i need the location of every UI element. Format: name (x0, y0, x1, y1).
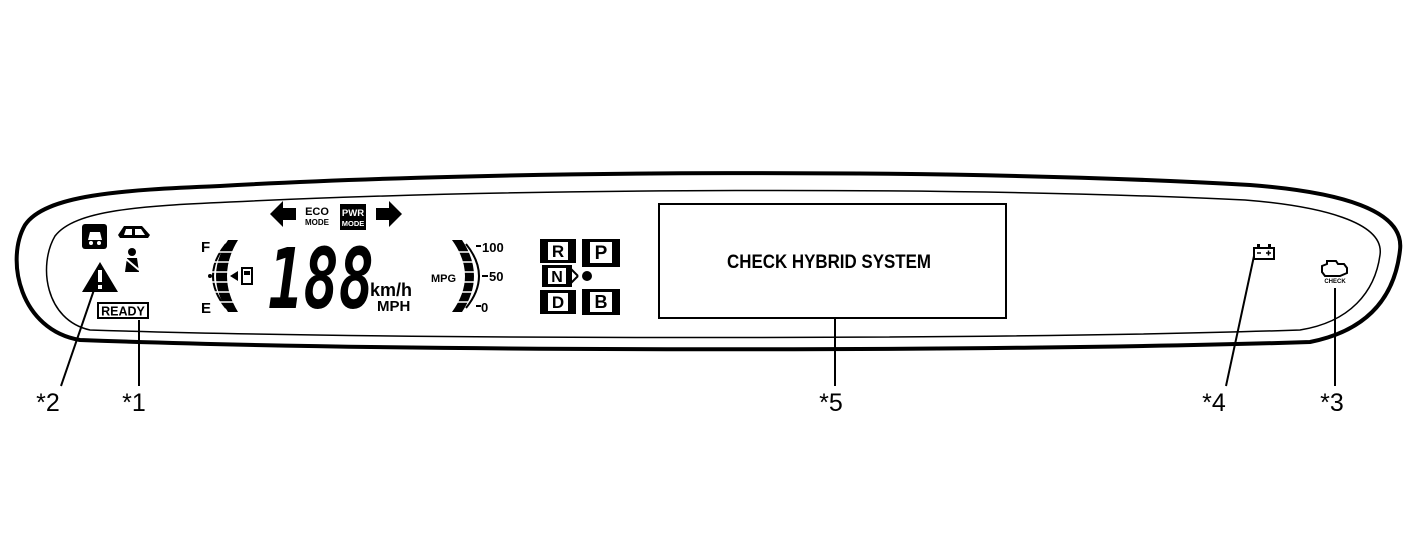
left-arrow-icon (270, 201, 296, 227)
vehicle-warning-icon (118, 226, 150, 238)
seatbelt-reminder-icon (125, 248, 140, 272)
right-arrow-icon (376, 201, 402, 227)
callout-3: *3 (1320, 389, 1344, 417)
pwr-mode-line2: MODE (342, 219, 365, 228)
cluster-bezel (14, 171, 1403, 352)
fuel-gauge: F E (201, 239, 238, 317)
gear-b-label: B (595, 292, 608, 312)
shift-position-indicator: R P N D B (540, 239, 620, 315)
check-engine-label: CHECK (1324, 279, 1346, 285)
fuel-empty-label: E (201, 300, 211, 317)
gear-n: N (542, 265, 572, 287)
speedometer: 188 km/h MPH (268, 230, 412, 328)
multi-information-display: CHECK HYBRID SYSTEM (658, 203, 1007, 319)
leader-lines (60, 255, 1336, 387)
callout-2: *2 (36, 389, 60, 417)
fuel-pump-icon (230, 267, 253, 285)
master-warning-icon (82, 262, 118, 292)
mpg-tick-0: 0 (481, 300, 488, 315)
pwr-mode-indicator: PWR MODE (340, 204, 366, 230)
gear-b: B (582, 289, 620, 315)
gear-d: D (540, 290, 576, 314)
battery-warning-icon (1253, 244, 1275, 260)
slip-indicator-icon (82, 224, 107, 249)
ready-indicator: READY (97, 302, 149, 319)
callout-4: *4 (1202, 389, 1226, 417)
mpg-gauge: MPG 100 50 0 (431, 240, 504, 315)
mpg-tick-50: 50 (489, 269, 503, 284)
gear-n-label: N (551, 269, 563, 286)
speed-digits: 188 (268, 230, 374, 328)
gear-r-label: R (552, 242, 564, 261)
pwr-mode-line1: PWR (342, 208, 364, 219)
mpg-arc-outline (465, 243, 480, 309)
gear-d-label: D (552, 293, 564, 312)
gear-p: P (582, 239, 620, 267)
shift-lever-icon (569, 267, 592, 285)
gear-r: R (540, 239, 576, 263)
speed-unit-kmh: km/h (370, 280, 412, 300)
mpg-label: MPG (431, 273, 456, 285)
check-engine-icon: CHECK (1321, 260, 1348, 285)
fuel-bar-fill (216, 240, 238, 312)
eco-mode-line2: MODE (305, 218, 330, 227)
mpg-bar-fill (452, 240, 474, 312)
callout-1: *1 (122, 389, 146, 417)
speed-unit-mph: MPH (377, 298, 410, 315)
fuel-full-label: F (201, 239, 210, 256)
mpg-tick-100: 100 (482, 240, 504, 255)
eco-mode-line1: ECO (305, 206, 329, 218)
ready-label: READY (101, 305, 145, 319)
callout-5: *5 (819, 389, 843, 417)
gear-p-label: P (595, 243, 608, 264)
mid-message: CHECK HYBRID SYSTEM (727, 252, 931, 273)
eco-mode-indicator: ECO MODE (305, 206, 330, 227)
